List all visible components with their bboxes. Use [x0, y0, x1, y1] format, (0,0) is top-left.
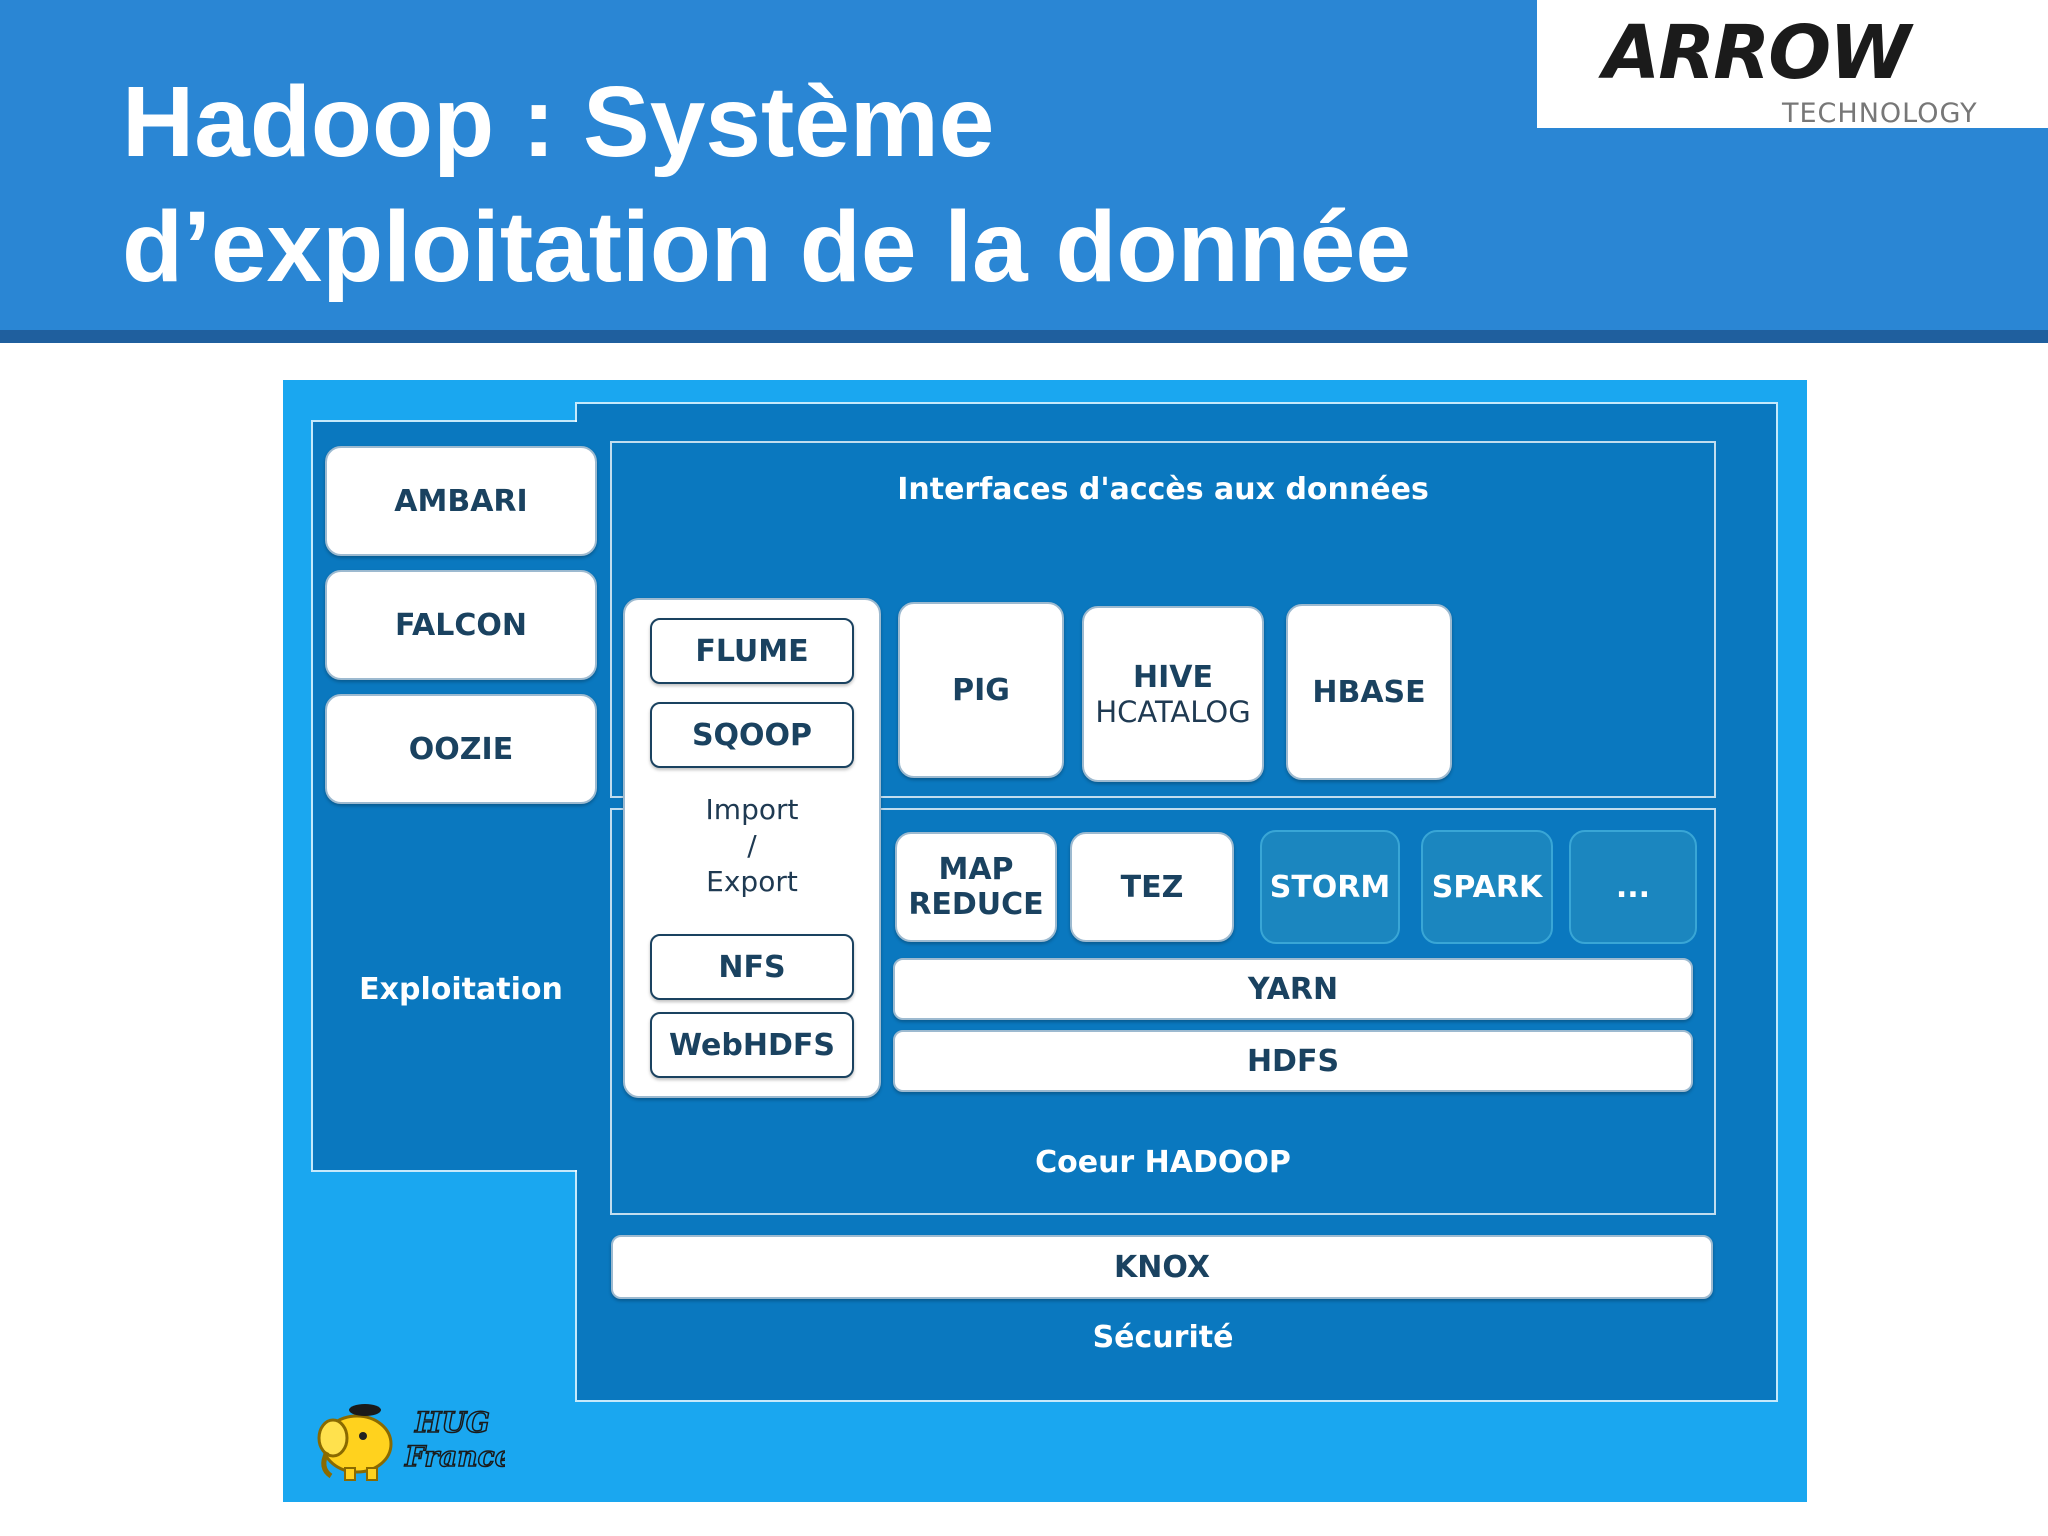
exploitation-label: Exploitation	[359, 972, 563, 1007]
logo-tagline: TECHNOLOGY	[1781, 98, 1978, 128]
storm-box: STORM	[1260, 830, 1400, 944]
interfaces-label: Interfaces d'accès aux données	[897, 472, 1429, 507]
hug-france-badge: HUG France	[305, 1388, 513, 1488]
mapreduce-box: MAP REDUCE	[895, 832, 1057, 942]
hadoop-ecosystem-diagram: AMBARI FALCON OOZIE Exploitation Interfa…	[283, 380, 1807, 1502]
arrow-logo: ARROW TECHNOLOGY	[1537, 0, 2048, 128]
elephant-icon	[317, 1404, 393, 1481]
falcon-box: FALCON	[325, 570, 597, 680]
oozie-box: OOZIE	[325, 694, 597, 804]
hug-text: HUG	[414, 1406, 490, 1439]
spark-box: SPARK	[1421, 830, 1553, 944]
hive-title: HIVE	[1133, 659, 1213, 695]
map-label: MAP	[938, 852, 1014, 887]
interfaces-frame	[610, 441, 1716, 798]
header-divider	[0, 330, 2048, 343]
more-box: ...	[1569, 830, 1697, 944]
yarn-bar: YARN	[893, 958, 1693, 1020]
nfs-box: NFS	[650, 934, 854, 1000]
webhdfs-box: WebHDFS	[650, 1012, 854, 1078]
ambari-box: AMBARI	[325, 446, 597, 556]
hbase-box: HBASE	[1286, 604, 1452, 780]
sqoop-box: SQOOP	[650, 702, 854, 768]
export-text: Export	[706, 865, 798, 898]
title-line-1: Hadoop : Système	[122, 66, 995, 178]
slash-text: /	[747, 829, 757, 862]
slide-title: Hadoop : Système d’exploitation de la do…	[122, 60, 1522, 310]
reduce-label: REDUCE	[908, 887, 1044, 922]
hdfs-bar: HDFS	[893, 1030, 1693, 1092]
hive-box: HIVE HCATALOG	[1082, 606, 1264, 782]
france-text: France	[404, 1440, 505, 1473]
import-text: Import	[705, 793, 799, 826]
hcatalog-label: HCATALOG	[1095, 694, 1251, 729]
core-hadoop-label: Coeur HADOOP	[1035, 1145, 1291, 1180]
tez-box: TEZ	[1070, 832, 1234, 942]
flume-box: FLUME	[650, 618, 854, 684]
import-export-label: Import / Export	[650, 792, 854, 900]
core-frame	[610, 808, 1716, 1215]
knox-bar: KNOX	[611, 1235, 1713, 1299]
security-label: Sécurité	[1092, 1320, 1234, 1355]
pig-box: PIG	[898, 602, 1064, 778]
logo-brand: ARROW	[1598, 10, 1914, 96]
title-line-2: d’exploitation de la donnée	[122, 191, 1412, 303]
